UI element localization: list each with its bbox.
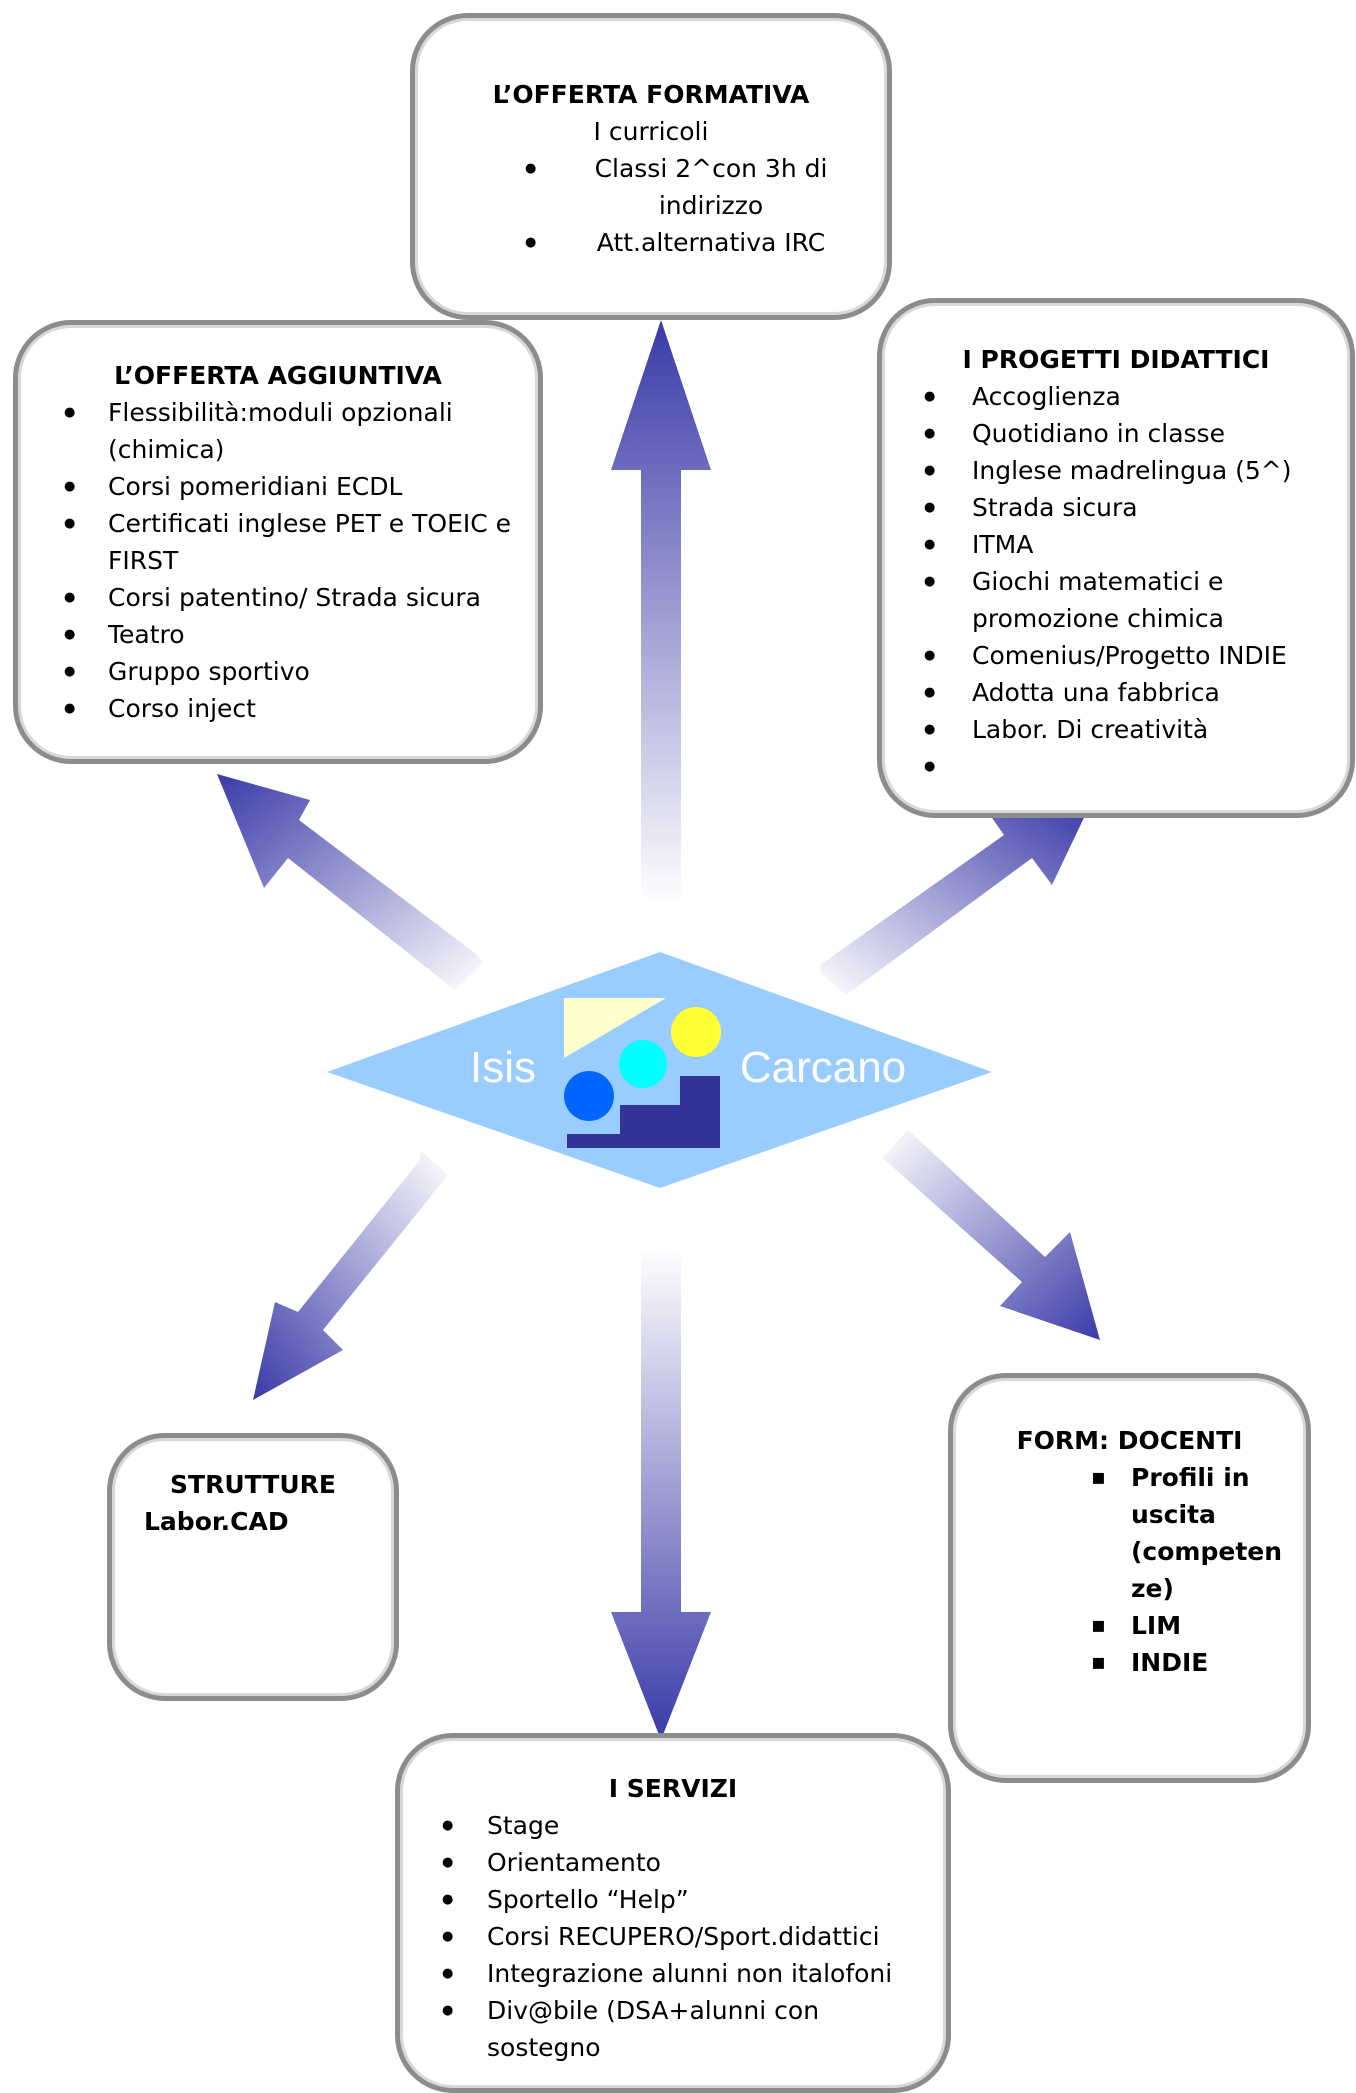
logo-blue-circle (564, 1071, 614, 1121)
list-item: ITMA (882, 526, 1350, 563)
logo-yellow-circle (671, 1007, 721, 1057)
box-title: FORM: DOCENTI (1016, 1426, 1243, 1455)
list-item: Att.alternativa IRC (525, 224, 847, 261)
list-item: Stage (400, 1807, 946, 1844)
list-item-empty (882, 748, 1350, 785)
box-offerta-formativa: L’OFFERTA FORMATIVA I curricoli Classi 2… (410, 13, 892, 320)
box-servizi: I SERVIZI Stage Orientamento Sportello “… (395, 1733, 951, 2093)
box-subtitle: I curricoli (593, 117, 709, 146)
logo-cyan-circle (619, 1040, 667, 1088)
arrow-to-offerta-formativa (611, 320, 711, 905)
box-form-docenti: FORM: DOCENTI Profili in uscita (compete… (948, 1373, 1311, 1783)
logo-right-word: Carcano (740, 1043, 906, 1092)
list-item: Classi 2^con 3h di indirizzo (525, 150, 847, 224)
item-list: Profili in uscita (competen ze) LIM INDI… (953, 1459, 1306, 1681)
box-title: STRUTTURE (170, 1470, 336, 1499)
list-item: Teatro (18, 616, 538, 653)
box-progetti-didattici: I PROGETTI DIDATTICI Accoglienza Quotidi… (877, 298, 1355, 818)
box-title: L’OFFERTA FORMATIVA (492, 80, 810, 109)
list-item: Gruppo sportivo (18, 653, 538, 690)
box-title: L’OFFERTA AGGIUNTIVA (114, 361, 442, 390)
item-list: Flessibilità:moduli opzionali (chimica) … (18, 394, 538, 727)
box-subtitle: Labor.CAD (144, 1507, 289, 1536)
arrow-to-servizi (611, 1248, 711, 1740)
list-item: Comenius/Progetto INDIE (882, 637, 1350, 674)
item-list: Accoglienza Quotidiano in classe Inglese… (882, 378, 1350, 785)
list-item: Certificati inglese PET e TOEIC e FIRST (18, 505, 538, 579)
list-item: Giochi matematici e promozione chimica (882, 563, 1350, 637)
list-item: Flessibilità:moduli opzionali (chimica) (18, 394, 538, 468)
list-item: Strada sicura (882, 489, 1350, 526)
list-item: LIM (953, 1607, 1306, 1644)
list-item: Corso inject (18, 690, 538, 727)
logo-steps (567, 1076, 720, 1148)
list-item: Profili in uscita (competen ze) (953, 1459, 1306, 1607)
list-item: Corsi RECUPERO/Sport.didattici (400, 1918, 946, 1955)
list-item: Quotidiano in classe (882, 415, 1350, 452)
arrow-to-progetti (820, 805, 1090, 995)
list-item: Corsi pomeridiani ECDL (18, 468, 538, 505)
arrow-to-docenti (882, 1130, 1100, 1340)
list-item: Corsi patentino/ Strada sicura (18, 579, 538, 616)
item-list: Classi 2^con 3h di indirizzo Att.alterna… (415, 150, 887, 261)
arrow-to-offerta-aggiuntiva (217, 774, 483, 990)
list-item: INDIE (953, 1644, 1306, 1681)
list-item: Div@bile (DSA+alunni con sostegno (400, 1992, 946, 2066)
logo-left-word: Isis (470, 1043, 536, 1092)
box-title: I PROGETTI DIDATTICI (962, 345, 1270, 374)
list-item: Adotta una fabbrica (882, 674, 1350, 711)
box-title: I SERVIZI (608, 1774, 738, 1803)
item-list: Stage Orientamento Sportello “Help” Cors… (400, 1807, 946, 2066)
box-strutture: STRUTTURE Labor.CAD (107, 1433, 399, 1701)
list-item: Accoglienza (882, 378, 1350, 415)
list-item: Labor. Di creatività (882, 711, 1350, 748)
list-item: Sportello “Help” (400, 1881, 946, 1918)
box-offerta-aggiuntiva: L’OFFERTA AGGIUNTIVA Flessibilità:moduli… (13, 320, 543, 764)
arrow-to-strutture (253, 1150, 448, 1400)
list-item: Orientamento (400, 1844, 946, 1881)
list-item: Inglese madrelingua (5^) (882, 452, 1350, 489)
list-item: Integrazione alunni non italofoni (400, 1955, 946, 1992)
logo-triangle (564, 998, 666, 1058)
